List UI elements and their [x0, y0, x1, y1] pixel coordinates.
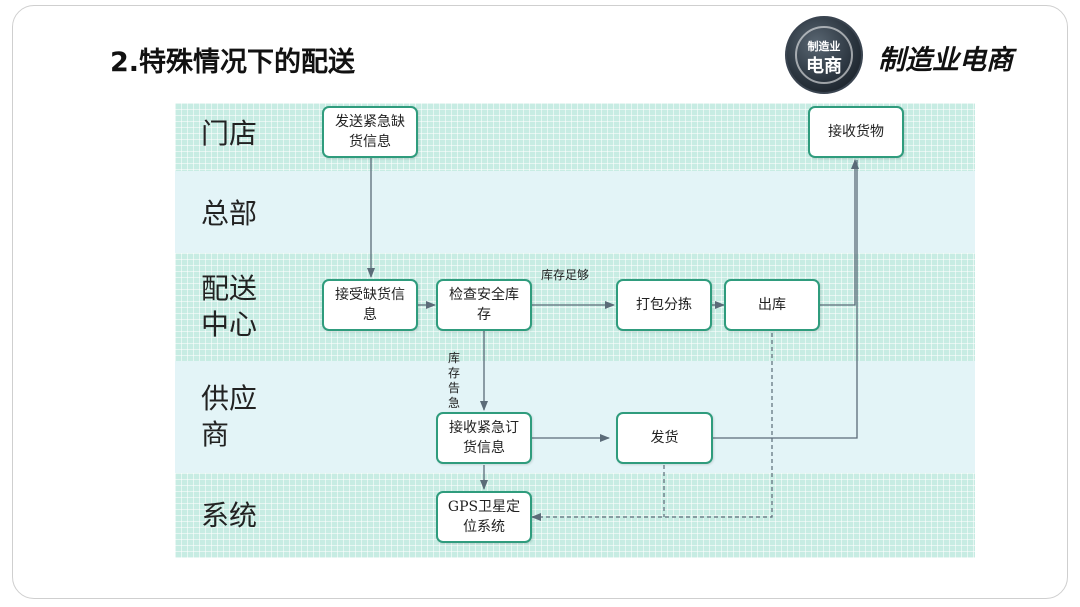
node-receive-goods[interactable]: 接收货物	[808, 106, 904, 158]
lane-label-supplier: 供应商	[201, 382, 258, 451]
lane-band-hq	[175, 171, 975, 253]
edge-out-to-goods	[820, 159, 859, 306]
edge-ship-to-goods	[713, 160, 858, 439]
edge-label-stock-enough: 库存足够	[541, 268, 590, 282]
edge-label-stock-warning: 库存告急	[447, 351, 460, 410]
flow-connectors	[367, 155, 859, 521]
node-ship[interactable]: 发货	[616, 412, 713, 464]
node-gps[interactable]: GPS卫星定位系统	[436, 491, 532, 543]
lane-label-dc: 配送中心	[201, 272, 258, 341]
lane-label-hq: 总部	[201, 197, 258, 230]
node-check-stock[interactable]: 检查安全库存	[436, 279, 532, 331]
brand-logo-icon: 制造业 电商	[785, 16, 863, 94]
logo-glyph-text: 电商	[806, 56, 842, 77]
node-send-urgent[interactable]: 发送紧急缺货信息	[322, 106, 418, 158]
lane-band-dc	[175, 253, 975, 361]
node-receive-order[interactable]: 接收紧急订货信息	[436, 412, 532, 464]
lane-label-system: 系统	[201, 499, 258, 532]
edge-out-to-gps-dashed	[531, 333, 773, 521]
node-pack-sort[interactable]: 打包分拣	[616, 279, 712, 331]
swimlane-diagram: 门店 总部 配送中心 供应商 系统	[175, 103, 975, 558]
lane-band-system	[175, 473, 975, 558]
node-receive-shortage[interactable]: 接受缺货信息	[322, 279, 418, 331]
brand-name: 制造业电商	[878, 45, 1013, 76]
logo-small-text: 制造业	[807, 40, 841, 53]
logo-ring	[795, 26, 853, 84]
node-out-stock[interactable]: 出库	[724, 279, 820, 331]
lane-band-supplier	[175, 361, 975, 473]
slide-title: 2.特殊情况下的配送	[110, 47, 356, 78]
lane-label-store: 门店	[201, 117, 258, 150]
